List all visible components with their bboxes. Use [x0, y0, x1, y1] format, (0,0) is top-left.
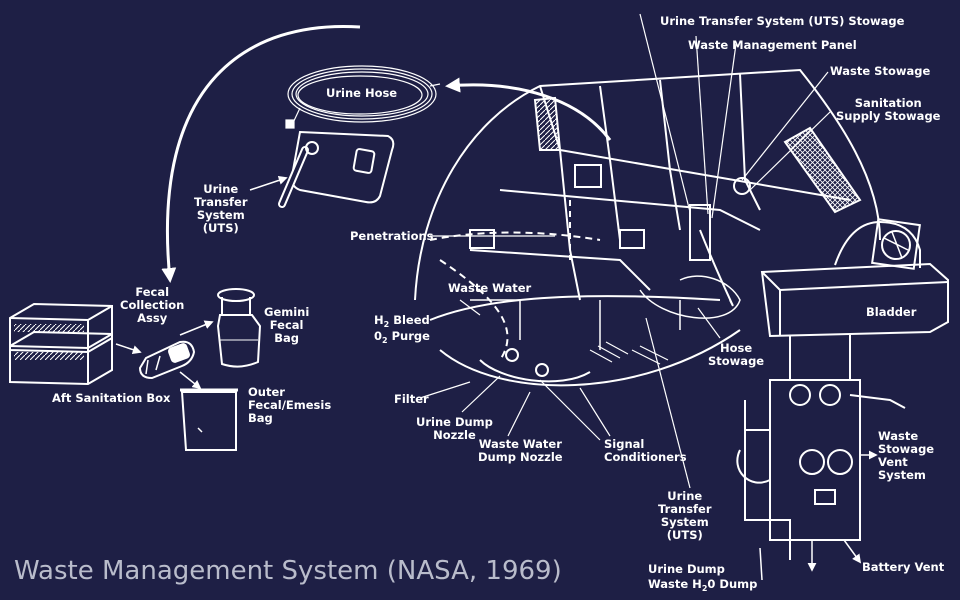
h2-bleed-prefix: H [374, 313, 384, 327]
label-waste-stowage-vent-system: Waste Stowage Vent System [878, 429, 935, 482]
leader-lines [419, 13, 831, 489]
o2-purge-sub: 2 [382, 336, 388, 345]
label-bladder: Bladder [866, 305, 917, 319]
label-outer-fecal-emesis-bag: Outer Fecal/Emesis Bag [248, 385, 332, 425]
label-battery-vent: Battery Vent [862, 560, 945, 574]
label-aft-sanitation-box: Aft Sanitation Box [52, 391, 171, 405]
label-urine-dump: Urine Dump [648, 562, 725, 576]
label-fecal-collection: Fecal Collection Assy [120, 285, 185, 325]
bladder-assembly-illustration [736, 218, 949, 581]
label-hose-stowage: Hose Stowage [708, 341, 765, 368]
label-sanitation-supply-stowage: Sanitation Supply Stowage [836, 96, 941, 123]
arc-arrow-to-fecal [161, 24, 361, 283]
h2-bleed-suffix: Bleed [389, 313, 430, 327]
transfer-arrows [161, 24, 612, 283]
aft-sanitation-box-illustration [9, 302, 113, 386]
label-waste-stowage: Waste Stowage [830, 64, 931, 78]
label-o2-purge: 02 Purge [374, 330, 430, 347]
label-h2-bleed: H2 Bleed [374, 314, 430, 331]
h2-bleed-sub: 2 [383, 320, 390, 329]
label-waste-water: Waste Water [448, 281, 532, 295]
label-urine-dump-nozzle: Urine Dump Nozzle [416, 415, 493, 442]
label-urine-hose: Urine Hose [326, 86, 398, 100]
label-gemini-fecal-bag: Gemini Fecal Bag [264, 305, 310, 345]
o2-purge-prefix: 0 [374, 329, 383, 343]
label-uts-left: Urine Transfer System (UTS) [194, 182, 248, 235]
label-signal-conditioners: Signal Conditioners [604, 437, 687, 464]
waste-h2o-suffix: 0 Dump [707, 577, 758, 591]
label-waste-management-panel: Waste Management Panel [688, 38, 857, 52]
label-waste-h2o-dump: Waste H20 Dump [648, 578, 757, 595]
gemini-fecal-bag-illustration [216, 288, 262, 368]
label-filter: Filter [394, 392, 429, 406]
spacecraft-cabin-illustration [414, 68, 881, 387]
o2-purge-suffix: Purge [387, 329, 430, 343]
uts-bag-illustration [249, 130, 395, 208]
image-caption: Waste Management System (NASA, 1969) [14, 556, 562, 586]
outer-bag-illustration [180, 388, 238, 451]
waste-h2o-sub: 2 [701, 584, 708, 593]
arc-arrow-to-urine-hose [445, 77, 612, 141]
fecal-collection-illustration [115, 320, 214, 390]
label-penetrations: Penetrations [350, 229, 434, 243]
waste-h2o-prefix: Waste H [648, 577, 702, 591]
label-waste-water-dump-nozzle: Waste Water Dump Nozzle [478, 437, 563, 464]
urine-hose-illustration [285, 65, 441, 129]
label-uts-bottom: Urine Transfer System (UTS) [658, 489, 712, 542]
label-uts-stowage: Urine Transfer System (UTS) Stowage [660, 14, 905, 28]
